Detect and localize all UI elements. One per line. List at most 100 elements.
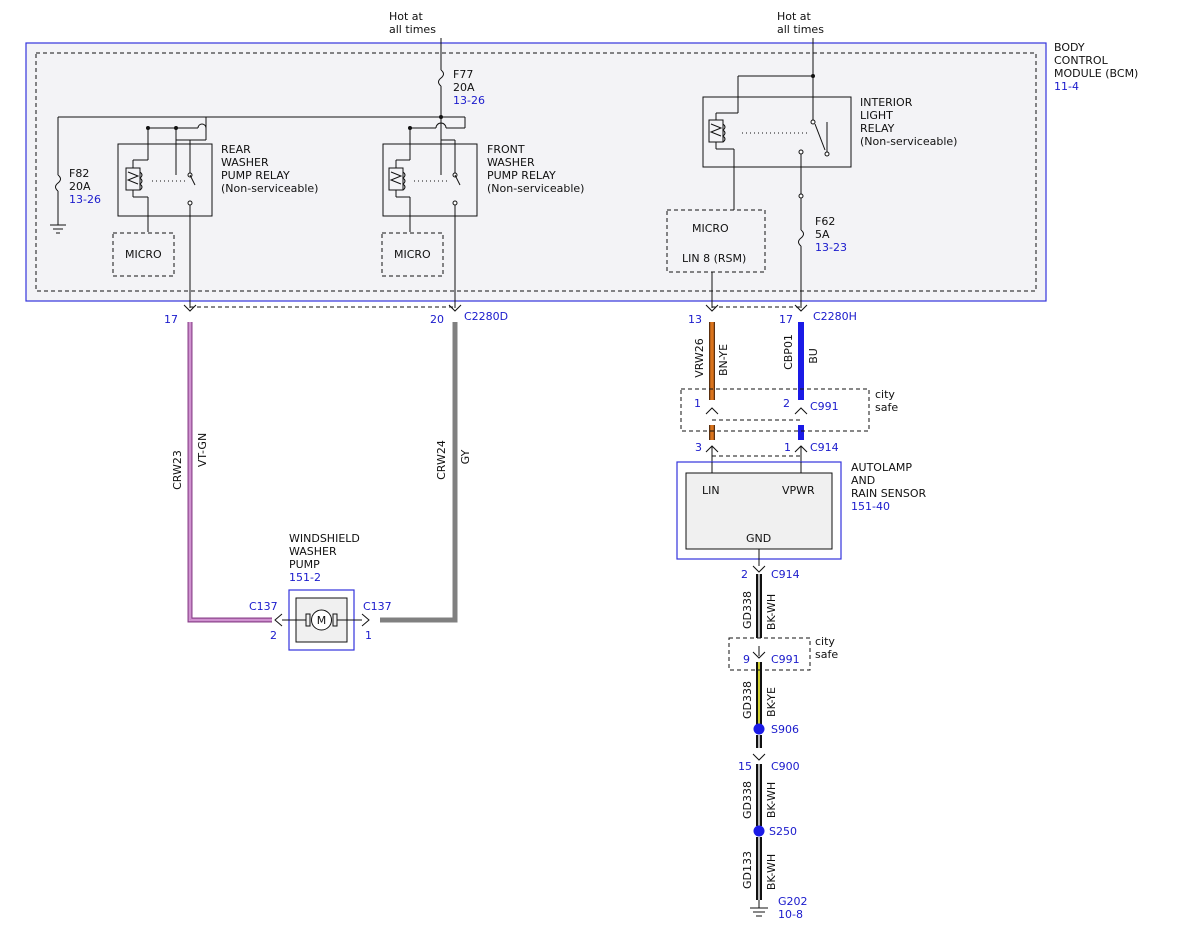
c914-pin3-icon <box>705 445 719 453</box>
c2280h-pin13-icon <box>705 304 719 312</box>
pump-ref-link[interactable]: 151-2 <box>289 571 321 584</box>
fuse-f77-ref[interactable]: 13-26 <box>453 94 485 107</box>
sensor-pin-vpwr: VPWR <box>782 484 815 497</box>
fuse-f77-name: F77 <box>453 68 473 81</box>
fuse-f77-symbol <box>438 69 444 87</box>
interior-relay-label-4: (Non-serviceable) <box>860 135 957 148</box>
c900-label[interactable]: C900 <box>771 760 800 773</box>
c914-label-top[interactable]: C914 <box>810 441 839 454</box>
c991-label-top[interactable]: C991 <box>810 400 839 413</box>
c914-pin-3: 3 <box>695 441 702 454</box>
supply-right-line2: all times <box>777 23 824 36</box>
c137-label-right[interactable]: C137 <box>363 600 392 613</box>
fuse-f82-name: F82 <box>69 167 89 180</box>
supply-left-line2: all times <box>389 23 436 36</box>
city-safe-bottom-2: safe <box>815 648 838 661</box>
c2280h-pin17-icon <box>794 304 808 312</box>
fuse-f82-symbol <box>55 174 61 192</box>
gd338-c-color: BK-WH <box>765 782 778 818</box>
c2280d-pin-17: 17 <box>164 313 178 326</box>
c900-pin15-icon <box>752 753 766 761</box>
cbp01-color: BU <box>807 348 820 364</box>
vrw26-color: BN-YE <box>717 344 730 376</box>
sensor-label-1: AUTOLAMP <box>851 461 912 474</box>
right-internal-wiring <box>702 38 852 308</box>
rear-relay-label-1: REAR <box>221 143 251 156</box>
gd338-b-color: BK-YE <box>765 687 778 717</box>
city-safe-top-1: city <box>875 388 895 401</box>
fuse-f62-symbol <box>798 229 804 247</box>
bcm-label-2: CONTROL <box>1054 54 1109 67</box>
micro-right-label: MICRO <box>692 222 729 235</box>
splice-s250-icon <box>753 825 765 837</box>
crw23-color: VT-GN <box>196 433 209 467</box>
front-relay-label-4: (Non-serviceable) <box>487 182 584 195</box>
city-safe-top-2: safe <box>875 401 898 414</box>
micro-mid-label: MICRO <box>394 248 431 261</box>
splice-s906-label[interactable]: S906 <box>771 723 799 736</box>
cbp01-circuit: CBP01 <box>782 334 795 370</box>
rear-relay-label-4: (Non-serviceable) <box>221 182 318 195</box>
fuse-f82-ref[interactable]: 13-26 <box>69 193 101 206</box>
bcm-label-1: BODY <box>1054 41 1085 54</box>
city-safe-box-bottom <box>728 637 811 671</box>
sensor-pin-gnd: GND <box>746 532 771 545</box>
autolamp-rain-sensor <box>676 461 842 566</box>
pump-label-1: WINDSHIELD <box>289 532 360 545</box>
c2280h-pin-13: 13 <box>688 313 702 326</box>
splice-s906-icon <box>753 723 765 735</box>
micro-lin-label: LIN 8 (RSM) <box>682 252 746 265</box>
sensor-label-3: RAIN SENSOR <box>851 487 926 500</box>
c2280d-pin17-icon <box>183 304 197 312</box>
fuse-f62-ref[interactable]: 13-23 <box>815 241 847 254</box>
ground-g202-ref[interactable]: 10-8 <box>778 908 803 921</box>
c991-pin-9: 9 <box>743 653 750 666</box>
bcm-module: BODY CONTROL MODULE (BCM) 11-4 <box>25 41 1138 302</box>
c137-pin1-icon <box>361 613 370 627</box>
sensor-pin-lin: LIN <box>702 484 720 497</box>
vrw26-circuit: VRW26 <box>693 338 706 378</box>
c991-pin9-icon <box>752 651 766 659</box>
gd338-c-circuit: GD338 <box>741 781 754 819</box>
c991-pin-1: 1 <box>694 397 701 410</box>
c914-pin1-icon <box>794 445 808 453</box>
fuse-f82-rating: 20A <box>69 180 91 193</box>
city-safe-bottom-1: city <box>815 635 835 648</box>
c991-label-bottom[interactable]: C991 <box>771 653 800 666</box>
wire-crw23 <box>187 322 272 623</box>
ground-g202-label[interactable]: G202 <box>778 895 808 908</box>
c991-pin1-icon <box>705 407 719 415</box>
pump-label-3: PUMP <box>289 558 320 571</box>
c137-pin-2: 2 <box>270 629 277 642</box>
fuse-f77-rating: 20A <box>453 81 475 94</box>
c2280d-label[interactable]: C2280D <box>464 310 508 323</box>
front-washer-pump-relay: FRONT WASHER PUMP RELAY (Non-serviceable… <box>382 126 584 308</box>
gd133-color: BK-WH <box>765 854 778 890</box>
front-relay-label-3: PUMP RELAY <box>487 169 556 182</box>
bcm-ref-link[interactable]: 11-4 <box>1054 80 1079 93</box>
c991-pin2-icon <box>794 407 808 415</box>
c2280d-pin20-icon <box>448 304 462 312</box>
sensor-ref-link[interactable]: 151-40 <box>851 500 890 513</box>
c914-label-bottom[interactable]: C914 <box>771 568 800 581</box>
splice-s250-label[interactable]: S250 <box>769 825 797 838</box>
c137-label-left[interactable]: C137 <box>249 600 278 613</box>
supply-left-line1: Hot at <box>389 10 424 23</box>
c914-pin2-icon <box>752 565 766 573</box>
c2280h-label[interactable]: C2280H <box>813 310 857 323</box>
c137-pin2-icon <box>274 613 283 627</box>
interior-relay-label-3: RELAY <box>860 122 895 135</box>
gd133-circuit: GD133 <box>741 851 754 889</box>
windshield-washer-pump: M <box>274 589 370 651</box>
front-relay-label-1: FRONT <box>487 143 525 156</box>
c914-pin-2: 2 <box>741 568 748 581</box>
rear-relay-label-3: PUMP RELAY <box>221 169 290 182</box>
crw23-circuit: CRW23 <box>171 450 184 490</box>
left-internal-wiring <box>50 38 466 234</box>
c2280h-pin-17: 17 <box>779 313 793 326</box>
city-safe-box-top <box>680 388 870 432</box>
c900-pin-15: 15 <box>738 760 752 773</box>
sensor-label-2: AND <box>851 474 875 487</box>
crw24-color: GY <box>459 449 472 464</box>
